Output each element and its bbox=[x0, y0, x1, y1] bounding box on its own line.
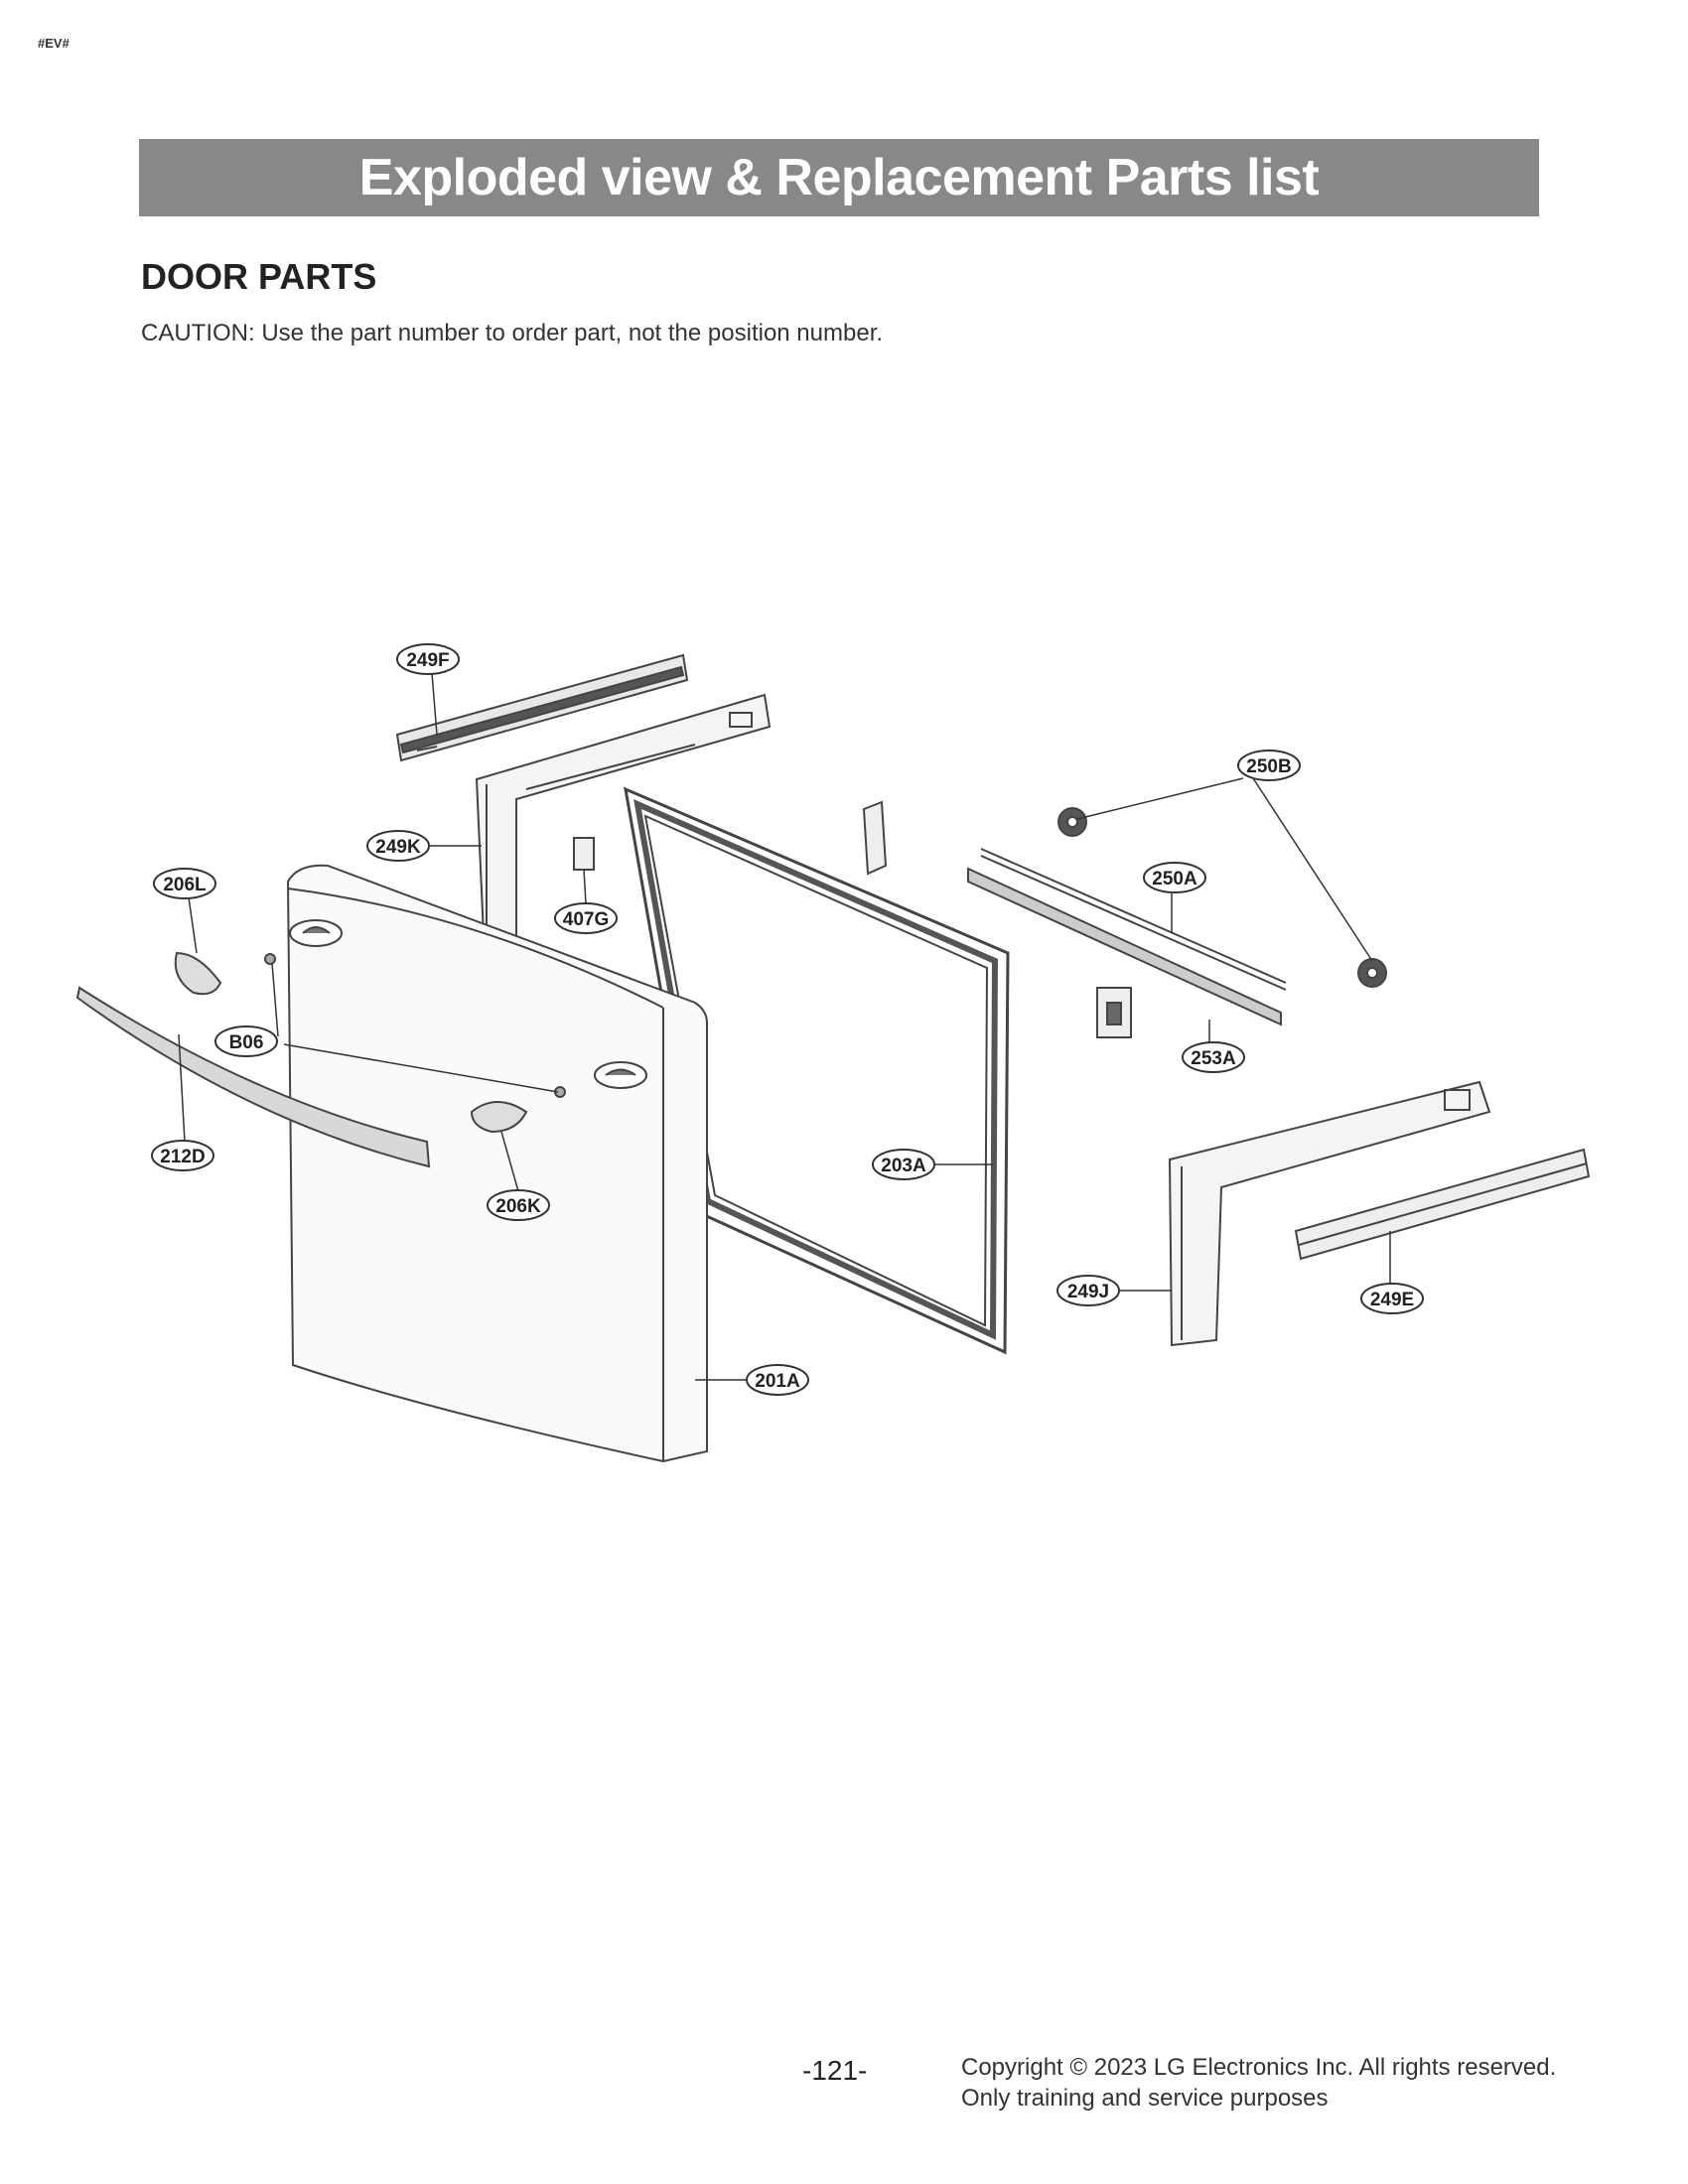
part-206l-handle-cap bbox=[174, 951, 222, 996]
part-center-bracket bbox=[862, 800, 888, 876]
part-250b-gears bbox=[1057, 807, 1387, 988]
callout-250a: 250A bbox=[1152, 869, 1197, 889]
section-title: DOOR PARTS bbox=[141, 256, 377, 297]
callout-250b: 250B bbox=[1246, 756, 1291, 777]
part-b06-screws bbox=[264, 953, 566, 1098]
copyright-notice: Copyright © 2023 LG Electronics Inc. All… bbox=[961, 2052, 1556, 2114]
page-number: -121- bbox=[802, 2055, 868, 2086]
callout-249f: 249F bbox=[406, 650, 449, 671]
callout-206k: 206K bbox=[495, 1196, 541, 1217]
callout-212d: 212D bbox=[160, 1147, 205, 1167]
callout-201a: 201A bbox=[755, 1371, 800, 1392]
callout-407g: 407G bbox=[563, 909, 609, 930]
part-249k-frame-bracket bbox=[475, 693, 772, 960]
callout-249j: 249J bbox=[1067, 1282, 1109, 1302]
callout-206l: 206L bbox=[163, 875, 207, 895]
callout-203a: 203A bbox=[881, 1156, 926, 1176]
document-tag: #EV# bbox=[38, 36, 70, 51]
part-250a-shaft bbox=[980, 848, 1287, 991]
callout-b06: B06 bbox=[229, 1032, 264, 1053]
part-201a-door-panel bbox=[286, 864, 708, 1463]
callout-253a: 253A bbox=[1191, 1048, 1236, 1069]
part-407g-clip bbox=[573, 837, 595, 871]
callout-249e: 249E bbox=[1370, 1290, 1414, 1310]
part-206k-handle-cap bbox=[470, 1101, 528, 1134]
part-253a-rail bbox=[967, 867, 1282, 1026]
copyright-line-1: Copyright © 2023 LG Electronics Inc. All… bbox=[961, 2054, 1557, 2081]
callout-249k: 249K bbox=[375, 837, 421, 858]
part-249j-frame-bracket bbox=[1168, 1080, 1491, 1347]
part-249e-slide-rail bbox=[1294, 1148, 1591, 1261]
caution-note: CAUTION: Use the part number to order pa… bbox=[141, 320, 884, 346]
copyright-line-2: Only training and service purposes bbox=[961, 2085, 1329, 2112]
part-212d-door-handle bbox=[75, 986, 431, 1168]
page-banner-title: Exploded view & Replacement Parts list bbox=[139, 139, 1539, 216]
part-right-latch bbox=[1096, 987, 1132, 1038]
part-203a-door-gasket bbox=[624, 786, 1010, 1355]
part-249f-slide-rail bbox=[395, 653, 689, 762]
